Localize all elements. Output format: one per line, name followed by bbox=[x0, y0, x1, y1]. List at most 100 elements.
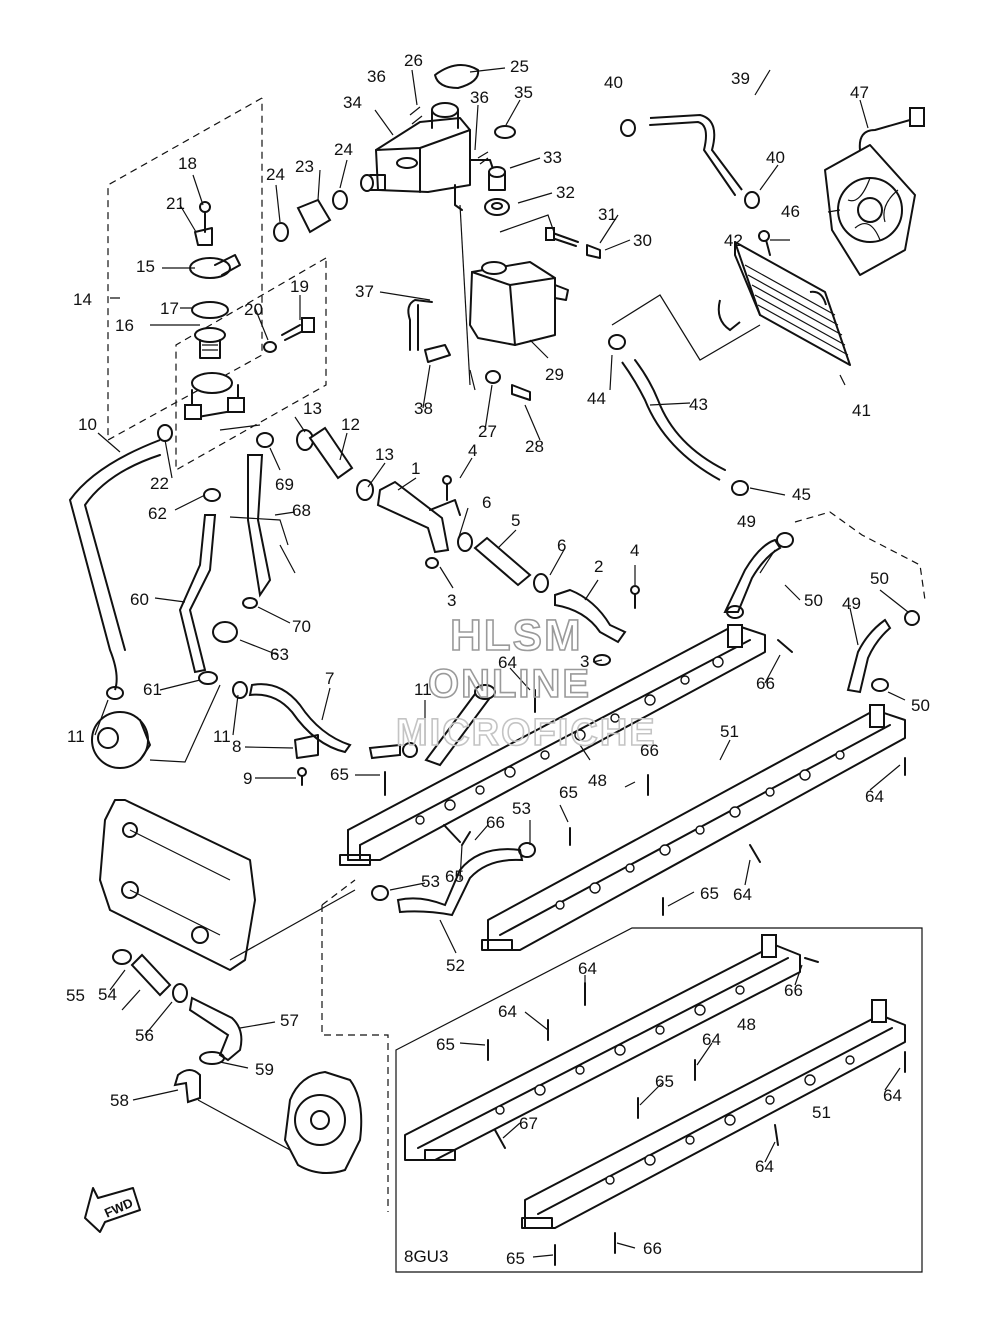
callout: 65 bbox=[330, 765, 349, 784]
callout: 65 bbox=[506, 1249, 525, 1268]
watermark: HLSM ONLINE MICROFICHE bbox=[395, 610, 655, 755]
callout: 13 bbox=[303, 399, 322, 418]
hose-5 bbox=[473, 536, 532, 587]
clamp-22 bbox=[157, 424, 173, 442]
callout: 56 bbox=[135, 1026, 154, 1045]
elbow-58 bbox=[173, 1069, 201, 1104]
pipe-1 bbox=[376, 480, 461, 554]
callout: 11 bbox=[67, 727, 85, 746]
hose-10 bbox=[68, 439, 161, 691]
hose-routing-dashed bbox=[794, 511, 926, 601]
hose-54 bbox=[130, 953, 172, 997]
thermostat-cover-15 bbox=[189, 254, 241, 279]
callout: 53 bbox=[512, 799, 531, 818]
callout: 36 bbox=[470, 88, 489, 107]
link-line-58 bbox=[197, 1099, 291, 1151]
washer-35 bbox=[494, 125, 516, 139]
variant-box-outline bbox=[395, 927, 923, 1273]
callout: 62 bbox=[148, 504, 167, 523]
callout: 31 bbox=[598, 205, 617, 224]
callout: 4 bbox=[630, 541, 639, 560]
oil-pump-housing bbox=[284, 1071, 363, 1175]
thermostat-16 bbox=[194, 327, 226, 359]
clamp-63 bbox=[212, 621, 238, 643]
callout: 2 bbox=[594, 557, 603, 576]
callout: 23 bbox=[295, 157, 314, 176]
callout: 3 bbox=[447, 591, 456, 610]
callout: 49 bbox=[737, 512, 756, 531]
callout: 7 bbox=[325, 669, 334, 688]
callout: 11 bbox=[414, 680, 432, 699]
clamp-61 bbox=[198, 671, 218, 685]
clamp-44 bbox=[608, 334, 626, 350]
diagram-code: 8GU3 bbox=[404, 1247, 448, 1266]
radiator bbox=[717, 241, 851, 366]
leader-lines bbox=[94, 67, 909, 1258]
callout: 6 bbox=[557, 536, 566, 555]
fwd-arrow-icon: FWD bbox=[84, 1187, 141, 1233]
callout: 11 bbox=[213, 727, 231, 746]
overflow-tank bbox=[469, 261, 569, 346]
callout: 65 bbox=[445, 867, 464, 886]
callout: 64 bbox=[883, 1086, 902, 1105]
bolt-18 bbox=[199, 201, 211, 233]
clamp-68 bbox=[256, 432, 274, 448]
callout: 35 bbox=[514, 83, 533, 102]
clamp-6 bbox=[457, 532, 549, 593]
callout: 50 bbox=[870, 569, 889, 588]
callout: 36 bbox=[367, 67, 386, 86]
callout: 15 bbox=[136, 257, 155, 276]
hose-11-pipe bbox=[402, 684, 496, 767]
link-line bbox=[459, 204, 471, 386]
callout: 48 bbox=[737, 1015, 756, 1034]
callout: 8 bbox=[232, 737, 241, 756]
callout: 42 bbox=[724, 231, 743, 250]
hose-43 bbox=[621, 359, 726, 481]
callout: 24 bbox=[334, 140, 353, 159]
bolt-42 bbox=[758, 230, 771, 256]
callout: 60 bbox=[130, 590, 149, 609]
group-outline-lower bbox=[321, 879, 389, 1212]
radiator-fan bbox=[824, 107, 925, 276]
callout: 41 bbox=[852, 401, 871, 420]
hose-23 bbox=[296, 198, 332, 234]
callout: 66 bbox=[643, 1239, 662, 1258]
clamp-24 bbox=[273, 190, 348, 242]
callout: 19 bbox=[290, 277, 309, 296]
clamps-50 bbox=[726, 532, 920, 692]
callout: 58 bbox=[110, 1091, 129, 1110]
callout: 43 bbox=[689, 395, 708, 414]
thermostat-housing bbox=[184, 372, 245, 420]
callout: 18 bbox=[178, 154, 197, 173]
callout-labels: 1 2 3 3 4 4 5 6 6 7 8 9 10 11 11 11 12 1… bbox=[66, 51, 930, 1268]
bolt-4 bbox=[442, 475, 640, 609]
sensor-19 bbox=[281, 317, 315, 341]
callout: 45 bbox=[792, 485, 811, 504]
callout: 51 bbox=[812, 1103, 831, 1122]
callout: 32 bbox=[556, 183, 575, 202]
callout: 9 bbox=[243, 769, 252, 788]
callout: 63 bbox=[270, 645, 289, 664]
callout: 70 bbox=[292, 617, 311, 636]
callout: 13 bbox=[375, 445, 394, 464]
bolt-31 bbox=[545, 227, 579, 247]
callout: 66 bbox=[640, 741, 659, 760]
callout: 55 bbox=[66, 986, 85, 1005]
hoses-49 bbox=[723, 538, 892, 694]
callout: 65 bbox=[700, 884, 719, 903]
callout: 5 bbox=[511, 511, 520, 530]
callout: 65 bbox=[655, 1072, 674, 1091]
callout: 49 bbox=[842, 594, 861, 613]
coolant-reservoir bbox=[360, 102, 496, 211]
heat-exchanger-51-variant bbox=[521, 999, 906, 1229]
hose-60 bbox=[178, 514, 217, 674]
bolt-30 bbox=[586, 244, 601, 259]
callout: 65 bbox=[436, 1035, 455, 1054]
clamp-38 bbox=[424, 344, 451, 363]
clamps-53 bbox=[371, 842, 536, 901]
callout: 66 bbox=[756, 674, 775, 693]
water-pump bbox=[91, 711, 151, 769]
bolt-28 bbox=[511, 384, 531, 401]
grommet-32 bbox=[484, 198, 510, 216]
watermark-line-1: HLSM bbox=[450, 611, 583, 660]
